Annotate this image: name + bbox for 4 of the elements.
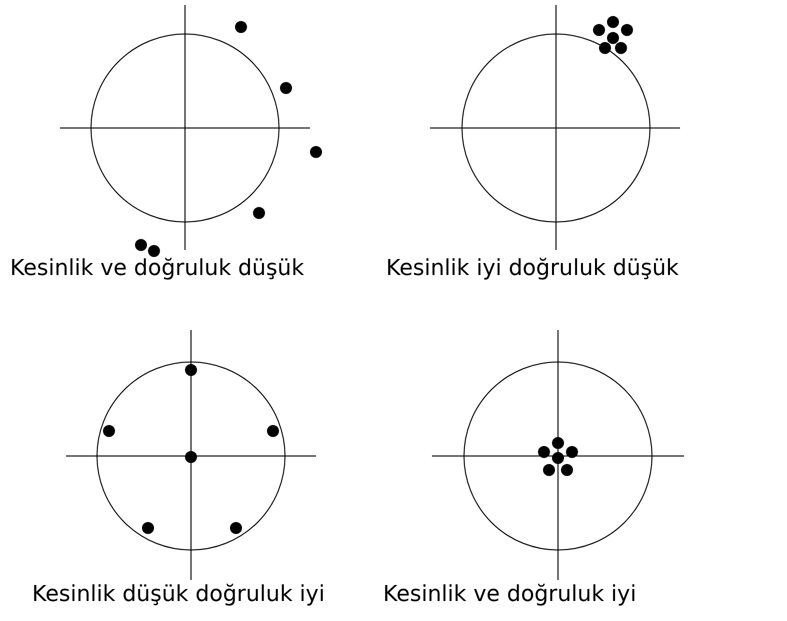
- caption: Kesinlik düşük doğruluk iyi: [32, 582, 325, 608]
- caption: Kesinlik ve doğruluk düşük: [10, 256, 304, 282]
- caption: Kesinlik ve doğruluk iyi: [383, 582, 636, 608]
- caption: Kesinlik iyi doğruluk düşük: [386, 256, 679, 282]
